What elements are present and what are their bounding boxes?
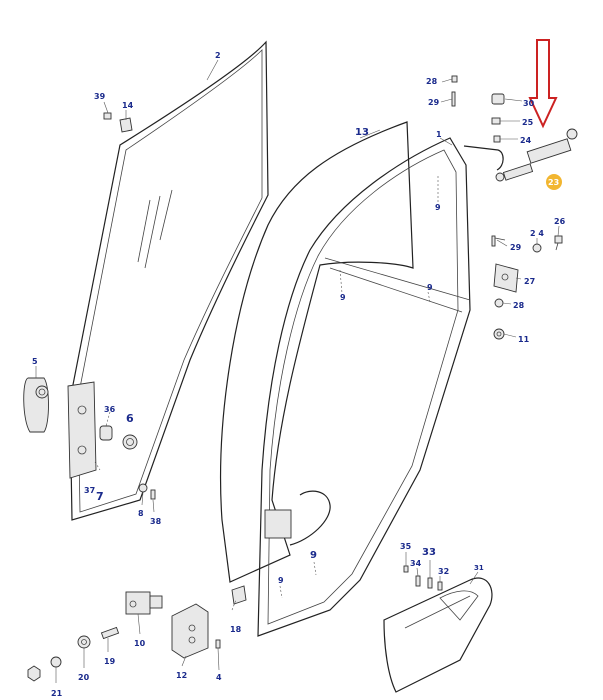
label-part-20: 20 [78, 673, 90, 682]
label-part-19: 19 [104, 657, 116, 666]
lower-pocket-31 [383, 577, 493, 693]
label-part-4: 4 [216, 673, 222, 682]
washer-36 [99, 425, 113, 441]
bushing-30 [491, 93, 505, 105]
label-part-23: 23 [548, 178, 559, 187]
label-part-6: 6 [126, 412, 134, 425]
label-part-26: 26 [554, 217, 566, 226]
washer-6 [122, 434, 138, 450]
screws-33 [403, 565, 443, 591]
fastener-39 [103, 112, 112, 120]
label-part-13: 13 [355, 127, 369, 138]
gear-nut-11 [493, 328, 505, 340]
label-part-14: 14 [122, 101, 134, 110]
highlight-marker-23 [546, 174, 562, 190]
side-window-glass [69, 40, 269, 521]
bolt-19 [100, 626, 120, 640]
label-part-5: 5 [32, 357, 38, 366]
washer-24 [532, 243, 542, 253]
label-part-9-frame-top: 9 [435, 203, 441, 212]
latch-10 [125, 591, 163, 615]
door-seal [220, 121, 414, 583]
striker-12 [171, 603, 209, 659]
nut-25 [491, 117, 501, 125]
gas-strut [495, 128, 578, 182]
label-part-24-top: 24 [520, 136, 532, 145]
label-part-29-top: 29 [428, 98, 440, 107]
nut-21 [27, 665, 41, 682]
window-hinge-plate [67, 381, 97, 479]
washer-28 [494, 298, 504, 308]
label-part-12: 12 [176, 671, 187, 680]
label-part-9-frame-mid: 9 [427, 283, 433, 292]
label-part-9-bottom: 9 [278, 576, 284, 585]
label-part-2: 2 [215, 51, 221, 60]
label-part-24-mid: 2 4 [530, 229, 544, 238]
label-part-36: 36 [104, 405, 116, 414]
clip-14 [119, 117, 133, 133]
pin-28-top [451, 75, 458, 83]
label-part-37: 37 [84, 486, 95, 495]
label-part-21-washer: 21 [51, 689, 63, 698]
hinge-bracket-18 [231, 585, 247, 605]
label-part-1: 1 [436, 130, 442, 139]
label-part-30: 30 [523, 99, 535, 108]
label-part-27: 27 [524, 277, 535, 286]
label-part-10: 10 [134, 639, 146, 648]
screw-38 [138, 483, 156, 500]
pin-29-top [451, 91, 456, 107]
label-part-38: 38 [150, 517, 162, 526]
leader-lines [35, 59, 560, 683]
label-part-32: 32 [438, 567, 449, 576]
label-part-18: 18 [230, 625, 242, 634]
door-handle [23, 377, 49, 433]
label-part-11: 11 [518, 335, 530, 344]
label-part-39: 39 [94, 92, 106, 101]
label-part-35: 35 [400, 542, 412, 551]
bolt-24 [493, 135, 501, 143]
label-part-28-top: 28 [426, 77, 438, 86]
label-part-9-latch: 9 [310, 550, 317, 561]
label-part-25: 25 [522, 118, 534, 127]
bolt-26 [554, 235, 563, 251]
pin-29-mid [491, 235, 506, 247]
label-part-8: 8 [138, 509, 144, 518]
part-labels: 2 13 1 39 14 5 36 6 37 7 8 38 28 29 30 2… [32, 51, 566, 698]
washer-20 [77, 635, 91, 649]
washer-21 [50, 656, 62, 668]
label-part-7: 7 [96, 490, 104, 503]
label-part-28-mid: 28 [513, 301, 525, 310]
label-part-9-seal: 9 [340, 293, 346, 302]
label-part-33: 33 [422, 547, 436, 558]
screw-4 [215, 639, 221, 649]
label-part-29-mid: 29 [510, 243, 522, 252]
bracket-27 [493, 263, 519, 293]
door-frame [257, 137, 504, 637]
label-part-34: 34 [410, 559, 422, 568]
red-arrow-indicator [528, 39, 558, 129]
label-part-31: 31 [474, 564, 484, 572]
